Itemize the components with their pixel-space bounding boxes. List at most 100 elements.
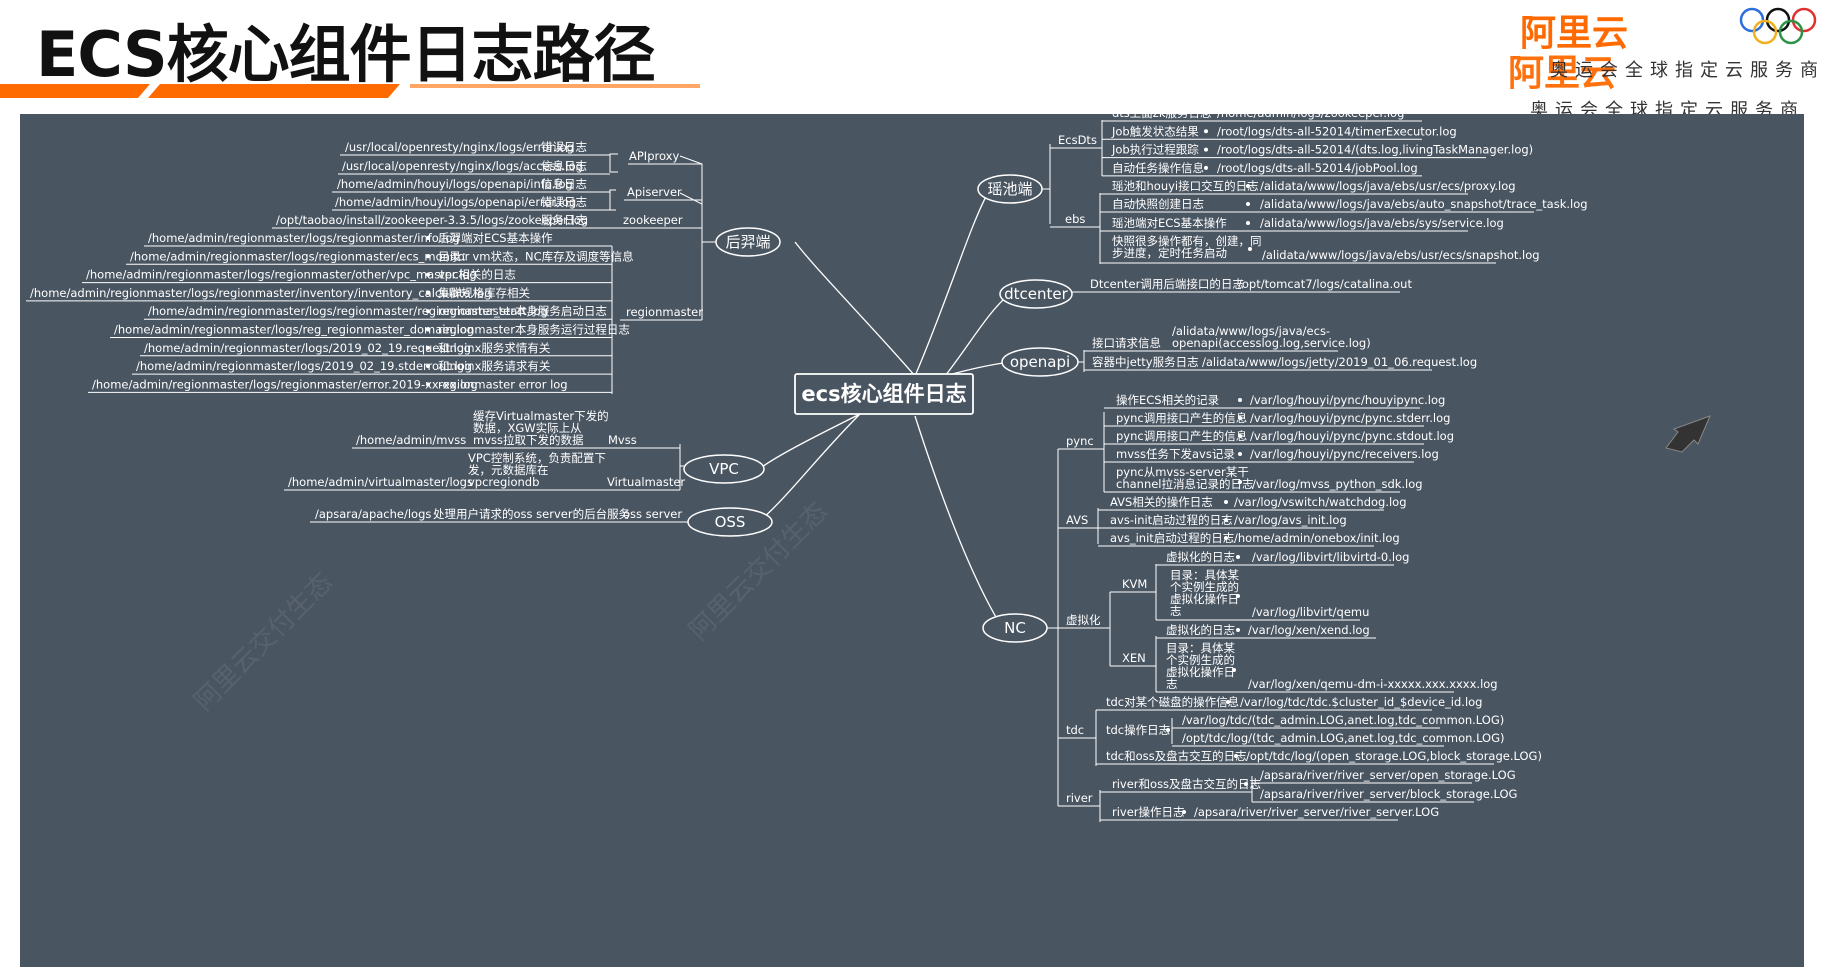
bullet-dot <box>426 327 430 332</box>
regionmaster-path: /home/admin/regionmaster/logs/regionmast… <box>148 304 548 318</box>
aliyun-logo: 阿里云 阿里云 奥运会全球指定云服务商 奥运会全球指定云服务商 <box>1508 4 1820 121</box>
bullet-dot <box>1234 754 1238 758</box>
pync-items: 操作ECS相关的记录/var/log/houyi/pync/houyipync.… <box>1104 393 1454 493</box>
avs-desc: AVS相关的操作日志 <box>1110 495 1213 509</box>
tdc-desc: tdc和oss及盘古交互的日志 <box>1106 749 1247 763</box>
svg-text:接口请求信息: 接口请求信息 <box>1092 336 1161 350</box>
river-desc: river操作日志 <box>1112 805 1185 819</box>
regionmaster-desc: 后羿端对ECS基本操作 <box>438 231 553 245</box>
bullet-dot <box>426 382 430 387</box>
tdc-path: /opt/tdc/log/(open_storage.LOG,block_sto… <box>1246 749 1542 763</box>
kvm-desc: 个实例生成的 <box>1170 580 1239 594</box>
regionmaster-path: /home/admin/regionmaster/logs/2019_02_19… <box>136 359 472 373</box>
bullet-dot <box>1204 114 1208 115</box>
river-path: /apsara/river/river_server/open_storage.… <box>1260 768 1516 782</box>
bullet-dot <box>426 290 430 295</box>
bullet-dot <box>1248 247 1252 251</box>
pync-desc: 操作ECS相关的记录 <box>1116 393 1219 407</box>
ebs-desc: 瑶池端对ECS基本操作 <box>1112 216 1227 230</box>
brand-slogan: 奥运会全球指定云服务商 <box>1550 60 1824 81</box>
bullet-dot <box>426 254 430 259</box>
branch-dtcenter: dtcenter Dtcenter调用后端接口的日志 /opt/tomcat7/… <box>999 277 1412 309</box>
orange-stripe <box>0 84 700 98</box>
tdc-items: tdc对某个磁盘的操作信息/var/log/tdc/tdc.$cluster_i… <box>1096 695 1542 765</box>
svg-text:/usr/local/openresty/nginx/log: /usr/local/openresty/nginx/logs/access.l… <box>342 159 583 173</box>
node-zookeeper: zookeeper <box>623 213 683 227</box>
ecsdts-desc: 自动任务操作信息 <box>1112 161 1204 175</box>
river-items: river和oss及盘古交互的日志/apsara/river/river_ser… <box>1100 768 1517 821</box>
branch-oss: OSS oss server 处理用户请求的oss server的后台服务 /a… <box>310 507 773 537</box>
svg-text:openapi(accesslog.log,service.: openapi(accesslog.log,service.log) <box>1172 336 1371 350</box>
svg-text:容器中jetty服务日志: 容器中jetty服务日志 <box>1092 355 1199 369</box>
bullet-dot <box>1246 202 1250 206</box>
bullet-dot <box>1224 500 1228 504</box>
bullet-dot <box>1246 184 1250 188</box>
brand-name-echo: 阿里云 <box>1508 53 1617 94</box>
pync-desc: pync调用接口产生的信息 <box>1116 411 1247 425</box>
svg-text:/home/admin/mvss: /home/admin/mvss <box>356 433 466 447</box>
ebs-desc: 瑶池和houyi接口交互的日志 <box>1112 179 1259 193</box>
node-river: river <box>1066 791 1093 805</box>
ecsdts-path: /home/admin/logs/zookeeper.log <box>1217 114 1404 120</box>
tdc-path: /opt/tdc/log/(tdc_admin.LOG,anet.log,tdc… <box>1182 731 1505 745</box>
node-houyi-label: 后羿端 <box>725 233 770 251</box>
pync-desc: channel拉消息记录的日志 <box>1116 477 1254 491</box>
node-kvm: KVM <box>1122 577 1147 591</box>
slide-header: ECS核心组件日志路径 阿里云 阿里云 奥运会全球指定云服务商 奥运会全球指定云… <box>0 0 1824 121</box>
ecsdts-path: /root/logs/dts-all-52014/jobPool.log <box>1217 161 1418 175</box>
xen-path: /var/log/xen/xend.log <box>1248 623 1370 637</box>
node-regionmaster: regionmaster <box>626 305 703 319</box>
node-ecsdts: EcsDts <box>1058 133 1097 147</box>
bullet-dot <box>1204 147 1208 152</box>
bullet-dot <box>1204 165 1208 170</box>
bullet-dot <box>1246 221 1250 225</box>
svg-text:/opt/tomcat7/logs/catalina.out: /opt/tomcat7/logs/catalina.out <box>1238 277 1412 291</box>
regionmaster-items: /home/admin/regionmaster/logs/regionmast… <box>26 231 634 393</box>
regionmaster-path: /home/admin/regionmaster/logs/regionmast… <box>86 268 477 282</box>
branch-houyi: 后羿端 APIproxy 错误日志 /usr/local/openresty/n… <box>26 140 781 394</box>
bullet-dot <box>426 309 430 314</box>
bullet-dot <box>426 364 430 369</box>
regionmaster-desc: vpc相关的日志 <box>438 268 516 282</box>
regionmaster-path: /home/admin/regionmaster/logs/regionmast… <box>148 231 460 245</box>
bullet-dot <box>1238 398 1242 402</box>
xen-desc: 目录：具体某 <box>1166 641 1235 655</box>
xen-desc: 个实例生成的 <box>1166 653 1235 667</box>
svg-text:VPC控制系统，负责配置下: VPC控制系统，负责配置下 <box>468 451 606 465</box>
svg-text:/usr/local/openresty/nginx/log: /usr/local/openresty/nginx/logs/error.lo… <box>345 140 574 154</box>
kvm-desc: 虚拟化的日志 <box>1166 550 1235 564</box>
ebs-path: /alidata/www/logs/java/ebs/usr/ecs/proxy… <box>1260 179 1516 193</box>
tdc-desc: tdc对某个磁盘的操作信息 <box>1106 695 1239 709</box>
virt-items: 虚拟化的日志/var/log/libvirt/libvirtd-0.log目录：… <box>1156 550 1498 693</box>
node-nc-label: NC <box>1004 619 1026 637</box>
bullet-dot <box>1236 555 1240 559</box>
svg-text:mvss拉取下发的数据: mvss拉取下发的数据 <box>473 433 584 447</box>
regionmaster-desc: 目录：vm状态，NC库存及调度等信息 <box>438 249 634 263</box>
branch-yaochi: 瑶池端 EcsDts dts上面zk服务日志/home/admin/logs/z… <box>977 114 1588 264</box>
svg-text:/home/admin/houyi/logs/openapi: /home/admin/houyi/logs/openapi/error.log <box>335 195 576 209</box>
ecsdts-desc: Job执行过程跟踪 <box>1111 143 1199 157</box>
brand-name: 阿里云 <box>1520 13 1629 54</box>
tdc-path: /var/log/tdc/tdc.$cluster_id_$device_id.… <box>1240 695 1482 709</box>
svg-text:/alidata/www/logs/jetty/2019_0: /alidata/www/logs/jetty/2019_01_06.reque… <box>1202 355 1477 369</box>
center-node: ecs核心组件日志 <box>794 373 974 415</box>
node-oss-label: OSS <box>715 513 746 531</box>
pync-path: /var/log/mvss_python_sdk.log <box>1252 477 1423 491</box>
pync-path: /var/log/houyi/pync/pync.stdout.log <box>1250 429 1454 443</box>
node-mvss: Mvss <box>608 433 637 447</box>
xen-path: /var/log/xen/qemu-dm-i-xxxxx.xxx.xxxx.lo… <box>1248 677 1498 691</box>
node-virtualmaster: Virtualmaster <box>607 475 685 489</box>
xen-desc: 志 <box>1166 677 1178 691</box>
svg-text:/opt/taobao/install/zookeeper-: /opt/taobao/install/zookeeper-3.3.5/logs… <box>276 213 588 227</box>
svg-text:缓存Virtualmaster下发的: 缓存Virtualmaster下发的 <box>473 409 609 423</box>
regionmaster-path: /home/admin/regionmaster/logs/regionmast… <box>30 286 492 300</box>
ebs-desc: 快照很多操作都有，创建，同 <box>1112 234 1262 248</box>
ecsdts-path: /root/logs/dts-all-52014/(dts.log,living… <box>1217 143 1533 157</box>
node-apiserver: Apiserver <box>627 185 682 199</box>
node-pync: pync <box>1066 434 1094 448</box>
bullet-dot <box>426 272 430 277</box>
regionmaster-path: /home/admin/regionmaster/logs/regionmast… <box>92 377 478 391</box>
bullet-dot <box>1238 434 1242 438</box>
node-virt: 虚拟化 <box>1066 613 1101 627</box>
ebs-path: /alidata/www/logs/java/ebs/usr/ecs/snaps… <box>1262 248 1540 262</box>
